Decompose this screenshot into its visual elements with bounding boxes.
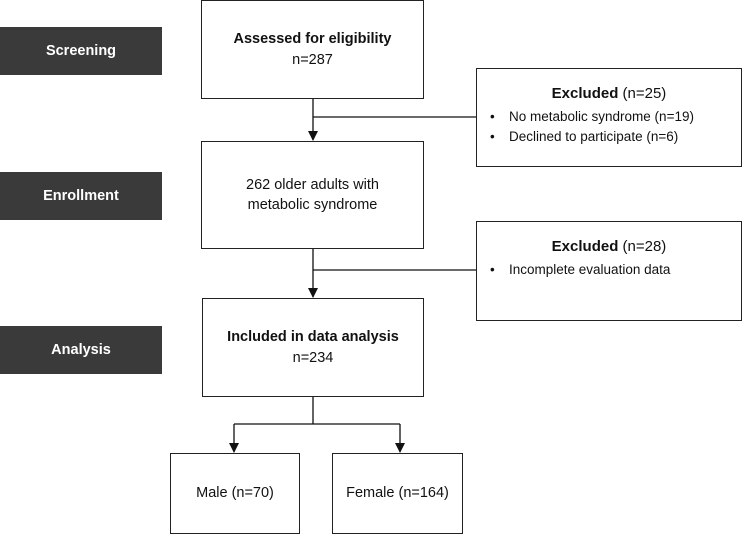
excluded-1-list: No metabolic syndrome (n=19) Declined to… (487, 107, 731, 148)
assessed-title: Assessed for eligibility (233, 31, 392, 48)
assessed-count: n=287 (292, 51, 333, 68)
excluded-1-item: Declined to participate (n=6) (490, 127, 731, 148)
excluded-1-heading: Excluded (n=25) (487, 85, 731, 102)
male-box: Male (n=70) (170, 453, 300, 534)
male-label: Male (n=70) (196, 485, 274, 502)
included-title: Included in data analysis (227, 329, 399, 346)
enrolled-line-2: metabolic syndrome (247, 197, 378, 213)
excluded-2-title: Excluded (551, 238, 619, 255)
excluded-2-list: Incomplete evaluation data (487, 260, 731, 281)
excluded-2-heading: Excluded (n=28) (487, 238, 731, 255)
female-label: Female (n=164) (346, 485, 449, 502)
excluded-2-count: (n=28) (618, 238, 667, 255)
assessed-box: Assessed for eligibility n=287 (201, 0, 424, 99)
stage-label-analysis: Analysis (0, 326, 162, 374)
female-box: Female (n=164) (332, 453, 463, 534)
stage-label-screening: Screening (0, 27, 162, 75)
excluded-1-count: (n=25) (618, 85, 667, 102)
included-count: n=234 (292, 349, 334, 366)
excluded-2-item: Incomplete evaluation data (490, 260, 731, 281)
excluded-box-1: Excluded (n=25) No metabolic syndrome (n… (476, 68, 742, 167)
included-box: Included in data analysis n=234 (202, 298, 424, 397)
excluded-box-2: Excluded (n=28) Incomplete evaluation da… (476, 221, 742, 321)
enrolled-box: 262 older adults with metabolic syndrome (201, 141, 424, 249)
excluded-1-title: Excluded (551, 85, 619, 102)
excluded-1-item: No metabolic syndrome (n=19) (490, 107, 731, 128)
stage-label-enrollment: Enrollment (0, 172, 162, 220)
enrolled-line-1: 262 older adults with (246, 176, 379, 193)
